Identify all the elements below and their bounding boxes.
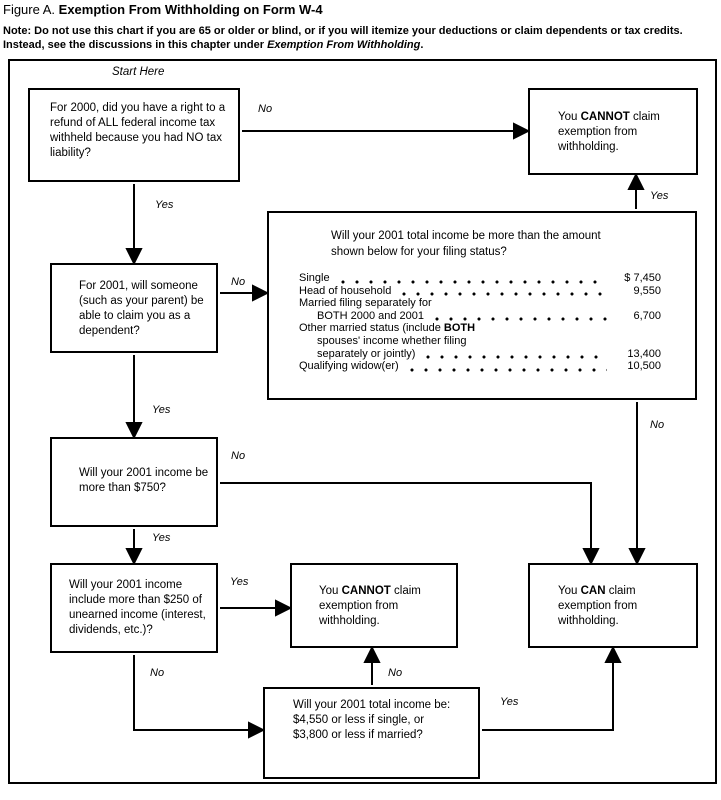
table-row: Single $ 7,450 xyxy=(299,272,661,285)
edge-label-yes-unearned: Yes xyxy=(230,576,249,588)
edge-label-no-unearned: No xyxy=(150,667,165,679)
dot-leader xyxy=(472,339,655,348)
figure-label: Figure A. xyxy=(3,2,56,17)
dot-leader xyxy=(481,326,655,335)
note-line-1: Note: Do not use this chart if you are 6… xyxy=(3,25,683,37)
question-dependent-2001-box: For 2001, will someone (such as your par… xyxy=(50,263,218,353)
table-row: Head of household 9,550 xyxy=(299,284,661,298)
edge-label-no-refund: No xyxy=(258,103,273,115)
income-table-question: Will your 2001 total income be more than… xyxy=(331,230,601,258)
dot-leader xyxy=(397,288,607,298)
table-row: spouses' income whether filing xyxy=(299,335,661,348)
dot-leader xyxy=(430,313,607,323)
result-can-claim-box: You CAN claim exemption from withholding… xyxy=(528,563,698,648)
dot-leader xyxy=(421,351,607,361)
question-total-income-box: Will your 2001 total income be: $4,550 o… xyxy=(263,687,480,779)
edge-label-yes-total-income: Yes xyxy=(500,696,519,708)
edge-label-no-total-income: No xyxy=(388,667,403,679)
table-row: Qualifying widow(er) 10,500 xyxy=(299,360,661,373)
question-unearned-250-box: Will your 2001 income include more than … xyxy=(50,563,218,653)
result-cannot-claim-top-box: You CANNOT claim exemption from withhold… xyxy=(528,88,698,175)
edge-label-yes-over-750: Yes xyxy=(152,532,171,544)
dot-leader xyxy=(335,275,607,285)
edge-label-yes-dependent: Yes xyxy=(152,404,171,416)
question-refund-2000-box: For 2000, did you have a right to a refu… xyxy=(28,88,240,182)
figure-title: Figure A. Exemption From Withholding on … xyxy=(3,2,323,17)
result-cannot-claim-mid-box: You CANNOT claim exemption from withhold… xyxy=(290,563,458,648)
filing-status-table: Single $ 7,450 Head of household 9,550 M… xyxy=(299,272,661,373)
edge-label-no-dependent: No xyxy=(231,276,246,288)
edge-label-yes-refund: Yes xyxy=(155,199,174,211)
table-row: Married filing separately for xyxy=(299,297,661,310)
note-line-2: Instead, see the discussions in this cha… xyxy=(3,38,424,51)
edge-label-no-over-amount: No xyxy=(650,419,665,431)
table-row: separately or jointly) 13,400 xyxy=(317,347,661,361)
dot-leader xyxy=(438,301,655,310)
note-emphasis: Exemption From Withholding xyxy=(267,38,421,51)
table-row: Other married status (include BOTH xyxy=(299,322,661,335)
figure-title-text: Exemption From Withholding on Form W-4 xyxy=(58,2,323,17)
question-income-750-box: Will your 2001 income be more than $750? xyxy=(50,437,218,527)
income-threshold-table-box: Will your 2001 total income be more than… xyxy=(267,211,697,400)
dot-leader xyxy=(404,363,607,373)
edge-label-yes-over-amount: Yes xyxy=(650,190,669,202)
table-row: BOTH 2000 and 2001 6,700 xyxy=(317,309,661,323)
start-here-label: Start Here xyxy=(112,66,165,78)
figure-note: Note: Do not use this chart if you are 6… xyxy=(3,25,718,52)
edge-label-no-over-750: No xyxy=(231,450,246,462)
